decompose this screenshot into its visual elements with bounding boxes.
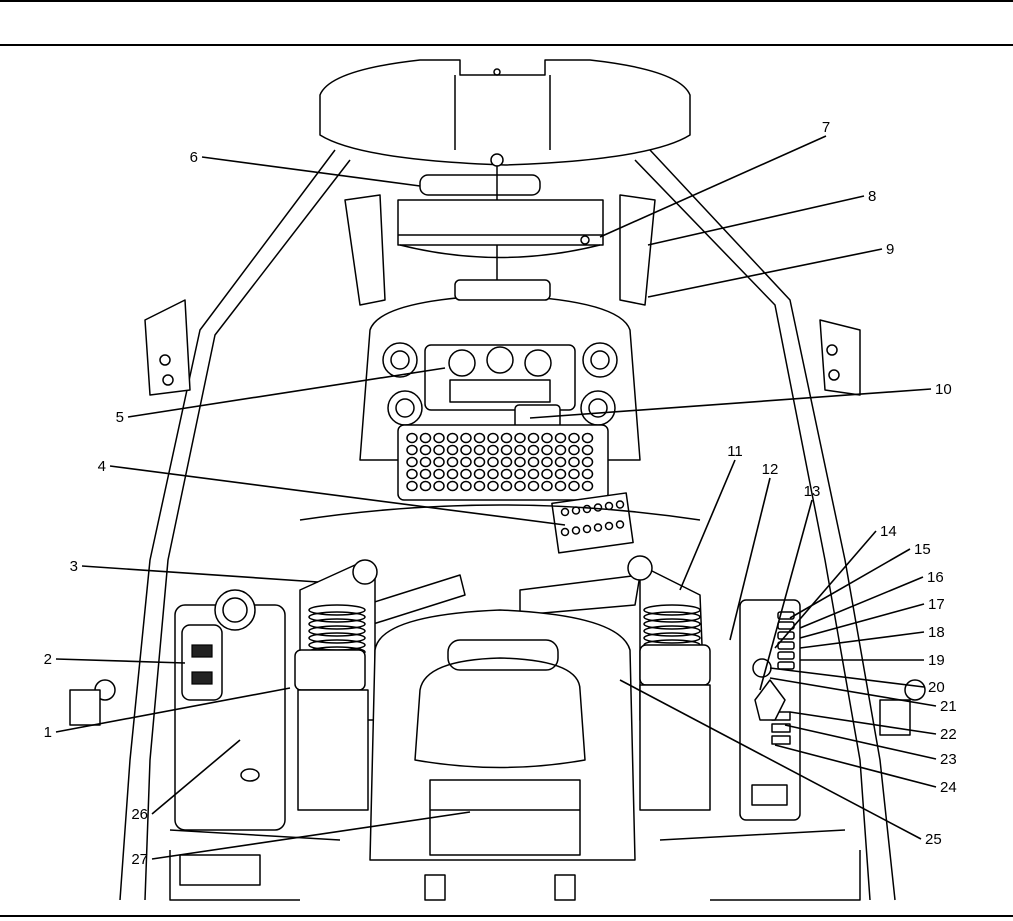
callout-4: 4 bbox=[98, 458, 106, 475]
leader-line-24 bbox=[774, 744, 937, 788]
callout-20: 20 bbox=[928, 679, 945, 696]
machine-artwork bbox=[69, 59, 926, 901]
callout-15: 15 bbox=[914, 541, 931, 558]
callout-25: 25 bbox=[925, 831, 942, 848]
callout-2: 2 bbox=[44, 651, 52, 668]
leader-line-7 bbox=[599, 135, 827, 238]
leader-line-25 bbox=[619, 679, 922, 840]
leader-line-13 bbox=[759, 499, 813, 691]
leader-line-1 bbox=[55, 687, 291, 733]
callout-7: 7 bbox=[822, 119, 830, 136]
leader-line-14 bbox=[774, 530, 877, 649]
callout-26: 26 bbox=[131, 806, 148, 823]
callout-1: 1 bbox=[44, 724, 52, 741]
leader-line-16 bbox=[799, 576, 924, 629]
leader-line-12 bbox=[729, 477, 771, 641]
callout-16: 16 bbox=[927, 569, 944, 586]
leader-line-10 bbox=[529, 388, 932, 419]
callout-21: 21 bbox=[940, 698, 957, 715]
callout-24: 24 bbox=[940, 779, 957, 796]
callout-23: 23 bbox=[940, 751, 957, 768]
callout-19: 19 bbox=[928, 652, 945, 669]
callout-13: 13 bbox=[804, 483, 821, 500]
callout-10: 10 bbox=[935, 381, 952, 398]
leader-line-6 bbox=[201, 156, 421, 187]
callout-17: 17 bbox=[928, 596, 945, 613]
leader-line-22 bbox=[789, 711, 937, 735]
leader-line-2 bbox=[55, 658, 186, 664]
callout-9: 9 bbox=[886, 241, 894, 258]
leader-line-8 bbox=[647, 195, 865, 246]
callout-6: 6 bbox=[190, 149, 198, 166]
callout-5: 5 bbox=[116, 409, 124, 426]
callout-27: 27 bbox=[131, 851, 148, 868]
callout-12: 12 bbox=[762, 461, 779, 478]
bottom-rule bbox=[0, 915, 1013, 917]
leader-line-23 bbox=[784, 724, 937, 760]
leader-line-3 bbox=[81, 565, 319, 583]
callout-8: 8 bbox=[868, 188, 876, 205]
leader-line-26 bbox=[151, 739, 241, 815]
leader-line-20 bbox=[769, 667, 925, 688]
leader-line-9 bbox=[647, 248, 883, 298]
callout-11: 11 bbox=[727, 443, 743, 460]
callout-18: 18 bbox=[928, 624, 945, 641]
leader-line-17 bbox=[799, 603, 925, 639]
header-rule bbox=[0, 44, 1013, 46]
leader-line-21 bbox=[769, 677, 937, 707]
leader-line-11 bbox=[679, 459, 736, 591]
leader-line-5 bbox=[127, 367, 446, 418]
callout-14: 14 bbox=[880, 523, 897, 540]
grille-holes bbox=[406, 432, 594, 492]
leader-line-15 bbox=[789, 548, 911, 619]
callout-22: 22 bbox=[940, 726, 957, 743]
callouts: 1234567891011121314151617181920212223242… bbox=[44, 119, 957, 868]
leader-line-4 bbox=[109, 465, 566, 526]
leader-line-27 bbox=[151, 811, 471, 860]
leader-line-18 bbox=[799, 631, 925, 649]
top-rule bbox=[0, 0, 1013, 2]
callout-3: 3 bbox=[70, 558, 78, 575]
